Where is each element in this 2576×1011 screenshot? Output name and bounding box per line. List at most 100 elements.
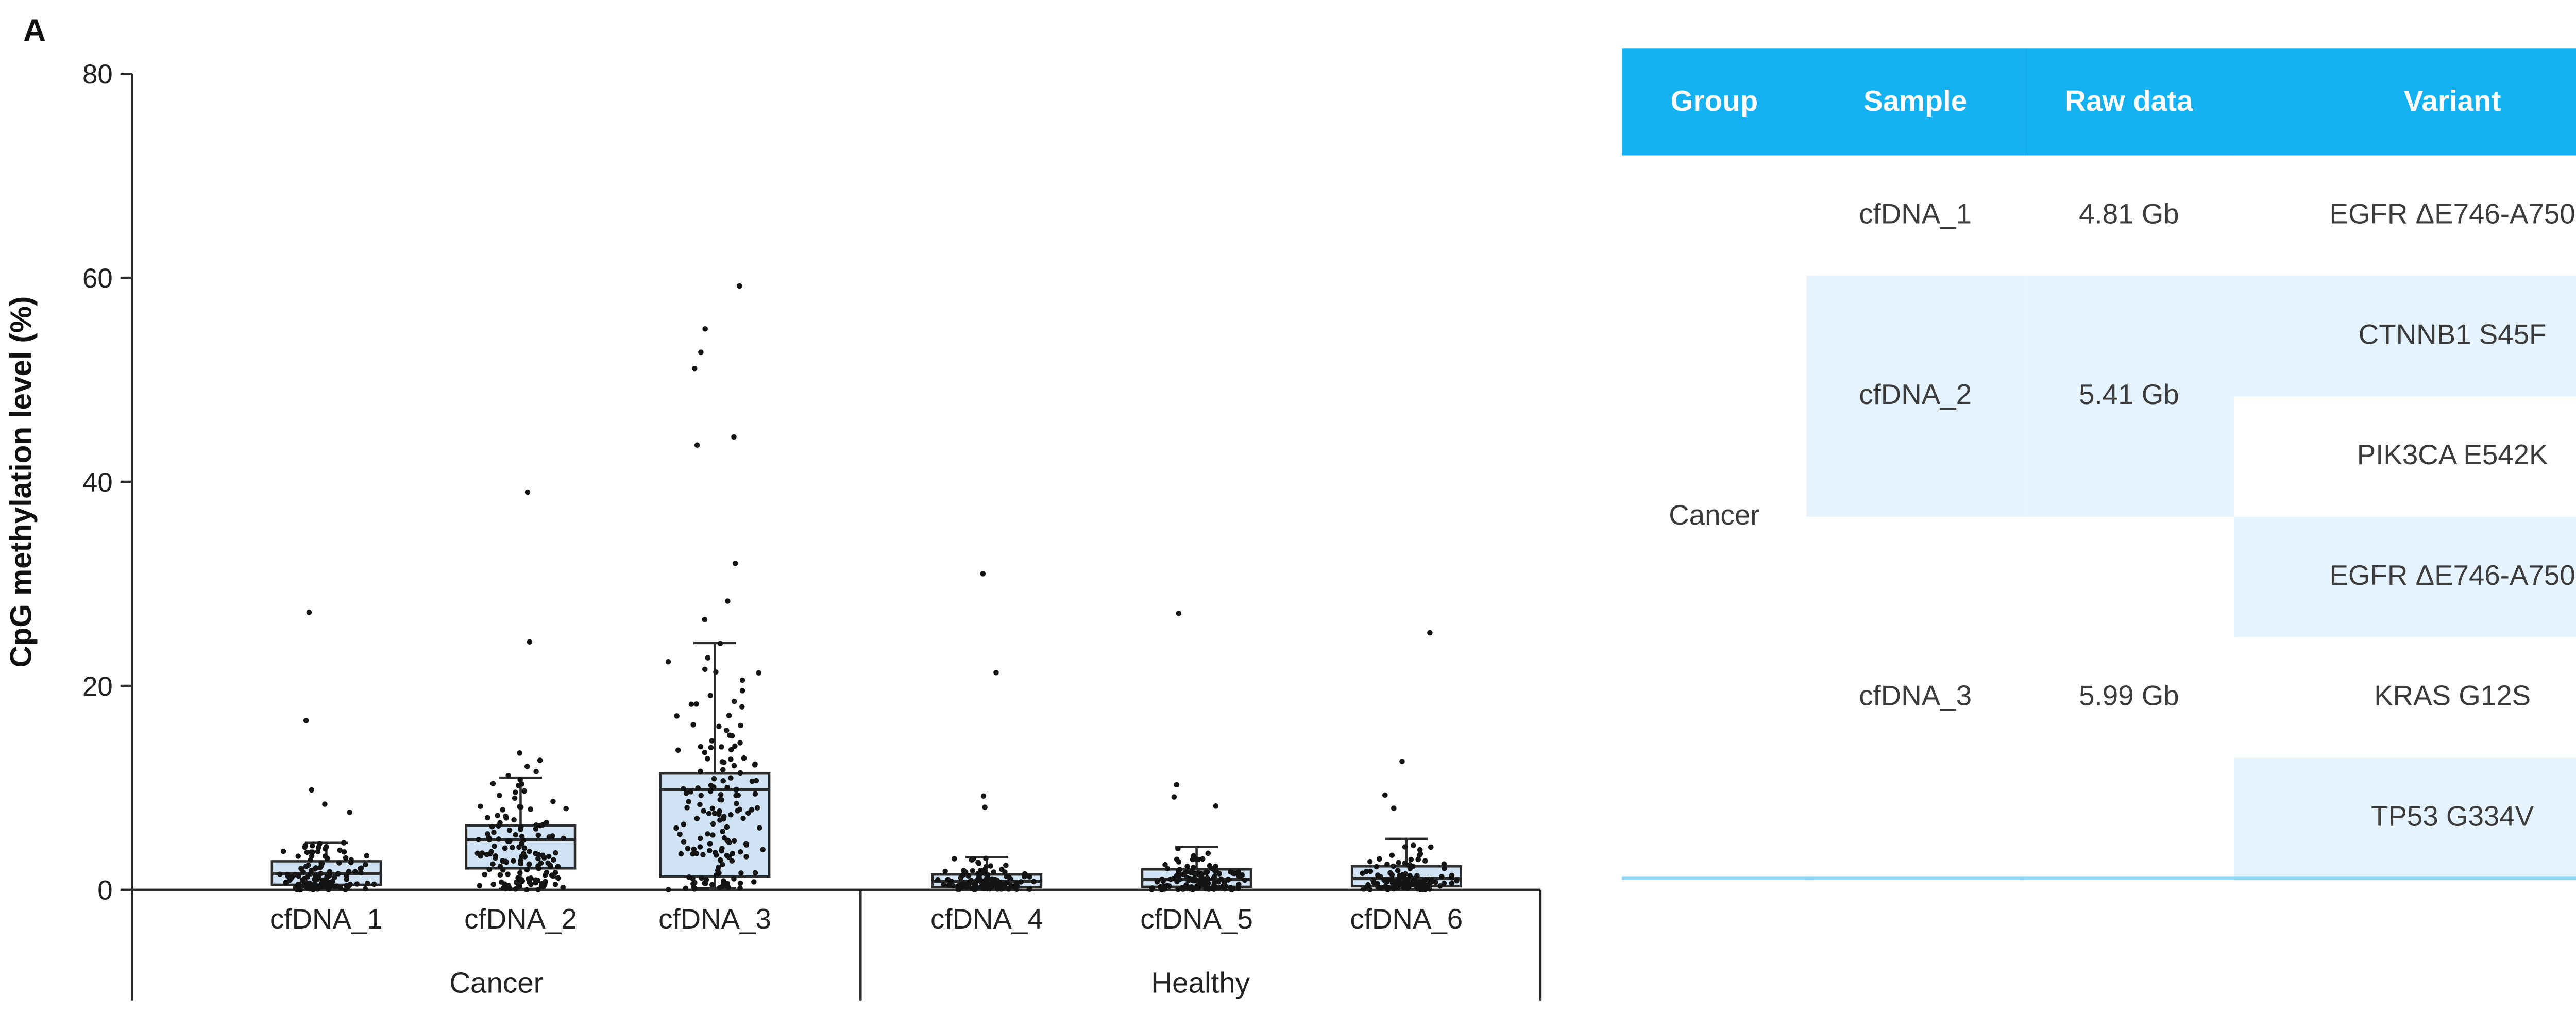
data-point xyxy=(695,785,701,791)
data-point xyxy=(489,824,495,830)
data-point xyxy=(1206,886,1212,892)
data-point xyxy=(1363,869,1369,874)
data-point xyxy=(1422,887,1428,892)
data-point xyxy=(1205,877,1211,883)
data-point xyxy=(550,799,556,804)
data-point xyxy=(492,843,497,849)
data-point xyxy=(555,864,561,869)
panel-b-table: B Group Sample Raw data Variant Allele f… xyxy=(1573,0,2576,1010)
data-point xyxy=(756,825,762,831)
data-point xyxy=(719,744,724,750)
y-tick-label: 40 xyxy=(82,467,113,498)
data-point xyxy=(673,825,679,831)
data-point xyxy=(1427,886,1433,892)
data-point xyxy=(946,882,952,888)
data-point xyxy=(284,871,290,878)
data-point xyxy=(479,850,485,856)
data-point xyxy=(717,857,723,863)
data-point xyxy=(751,879,757,885)
data-point xyxy=(1396,878,1401,884)
cell-variant: CTNNB1 S45F xyxy=(2233,276,2576,397)
data-point xyxy=(304,885,310,891)
data-point xyxy=(519,840,525,847)
data-point xyxy=(324,878,330,884)
data-point xyxy=(983,855,989,862)
data-point xyxy=(516,783,521,788)
data-point xyxy=(716,723,722,730)
data-point xyxy=(341,849,347,855)
data-point xyxy=(665,659,671,665)
group-label: Cancer xyxy=(449,967,543,999)
data-point xyxy=(737,880,743,886)
data-point xyxy=(1389,852,1395,858)
data-point xyxy=(731,763,737,769)
data-point xyxy=(1159,886,1165,892)
data-point xyxy=(331,874,337,880)
data-point xyxy=(365,880,370,886)
data-point xyxy=(343,855,349,861)
data-point xyxy=(719,797,724,803)
data-point xyxy=(739,677,745,683)
data-point xyxy=(1381,877,1387,883)
data-point xyxy=(503,886,509,892)
table-header-row: Group Sample Raw data Variant Allele fre… xyxy=(1622,48,2576,156)
outlier-point xyxy=(303,718,309,723)
data-point xyxy=(533,822,539,828)
data-point xyxy=(738,870,744,876)
data-point xyxy=(550,873,556,879)
data-point xyxy=(690,722,696,728)
data-point xyxy=(493,853,499,859)
data-point xyxy=(364,853,370,859)
data-point xyxy=(720,829,725,834)
data-point xyxy=(1377,856,1382,862)
data-point xyxy=(1422,858,1428,864)
data-point xyxy=(337,847,343,853)
data-point xyxy=(697,802,703,807)
data-point xyxy=(749,778,755,784)
data-point xyxy=(482,871,487,878)
data-point xyxy=(1204,869,1210,875)
data-point xyxy=(708,782,714,788)
data-point xyxy=(711,776,717,782)
data-point xyxy=(711,811,718,816)
data-point xyxy=(1441,861,1447,867)
data-point xyxy=(544,820,549,825)
data-point xyxy=(1441,880,1447,886)
data-point xyxy=(707,693,714,699)
outlier-point xyxy=(1213,803,1219,809)
data-point xyxy=(1211,866,1216,872)
data-point xyxy=(1230,886,1236,891)
data-point xyxy=(295,853,301,859)
data-point xyxy=(749,807,755,813)
cell-variant: KRAS G12S xyxy=(2233,637,2576,758)
data-point xyxy=(533,877,539,883)
data-point xyxy=(358,870,364,875)
data-point xyxy=(724,881,731,887)
data-point xyxy=(371,881,377,887)
data-point xyxy=(683,790,689,796)
table-row: PIK3CA E542K 1.39% xyxy=(1622,396,2576,517)
data-point xyxy=(526,861,532,867)
sample-label: cfDNA_3 xyxy=(658,903,771,935)
outlier-point xyxy=(1399,759,1405,764)
data-point xyxy=(1182,870,1188,875)
data-point xyxy=(956,886,962,892)
data-point xyxy=(335,871,341,877)
data-point xyxy=(316,874,322,880)
cell-sample-cfdna3: cfDNA_3 xyxy=(1806,516,2024,879)
y-axis-label: CpG methylation level (%) xyxy=(4,296,38,668)
data-point xyxy=(985,872,991,878)
data-point xyxy=(1403,877,1409,882)
data-point xyxy=(666,887,671,892)
data-point xyxy=(332,884,338,890)
outlier-point xyxy=(702,617,708,622)
data-point xyxy=(677,831,683,837)
data-point xyxy=(1408,856,1414,863)
sample-label: cfDNA_1 xyxy=(270,903,383,935)
data-point xyxy=(1170,875,1176,882)
data-point xyxy=(694,816,700,821)
data-point xyxy=(725,837,731,844)
data-point xyxy=(1400,881,1406,886)
data-point xyxy=(308,885,314,890)
